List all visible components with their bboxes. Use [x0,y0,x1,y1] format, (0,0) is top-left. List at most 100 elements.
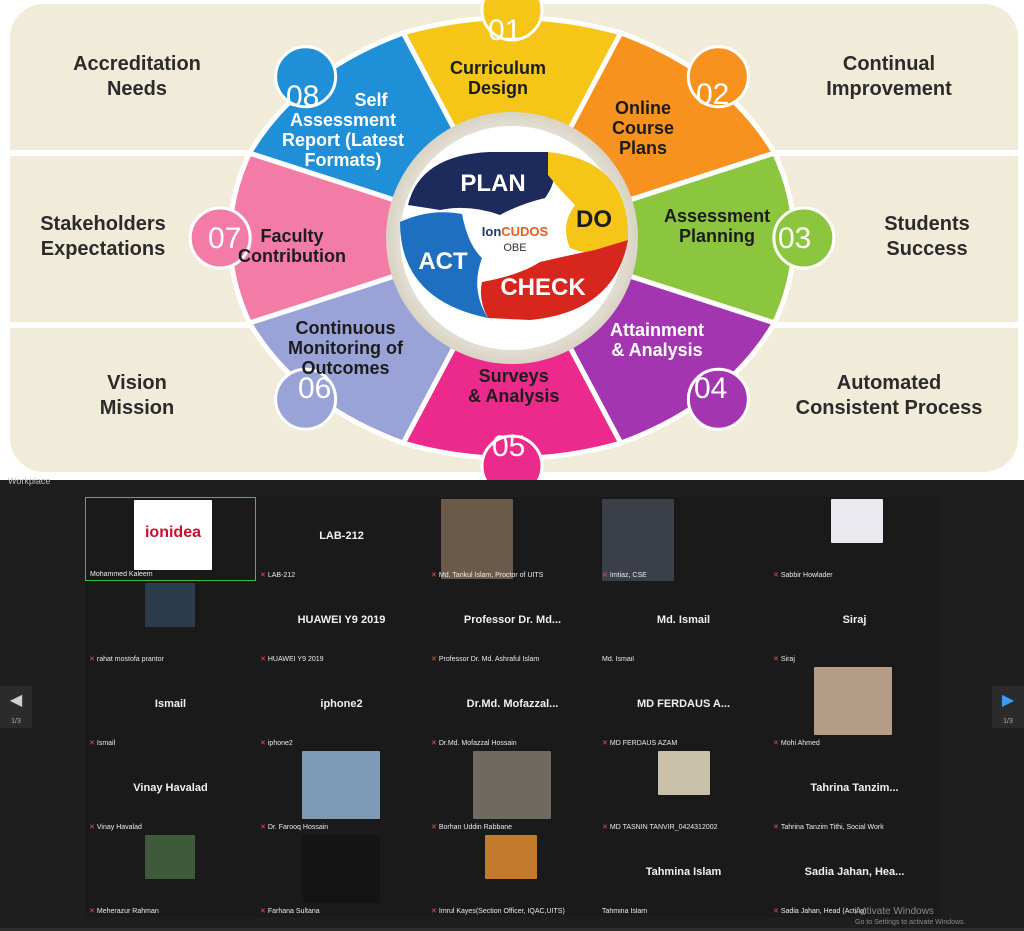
participant-name: Meherazur Rahman [96,908,159,915]
mic-muted-icon: ✕ [260,908,266,915]
participant-display-name: Ismail [154,698,187,710]
mic-muted-icon: ✕ [89,908,95,915]
mic-muted-icon: ✕ [773,908,779,915]
participant-tile[interactable]: Sadia Jahan, Hea...✕Sadia Jahan, Head (A… [769,833,940,917]
participant-display-name: Tahrina Tanzim... [810,782,899,794]
hub-do-shape [548,152,629,253]
participant-name: Sadia Jahan, Head (Acting) [780,908,867,915]
participant-tile[interactable]: Siraj✕Siraj [769,581,940,665]
mic-muted-icon: ✕ [773,740,779,747]
participant-name-caption: ✕Farhana Sultana [260,907,320,915]
participant-tile[interactable]: ✕Meherazur Rahman [85,833,256,917]
wheel-number-bubbles [188,0,836,480]
participant-name-caption: ✕Ismail [89,739,115,747]
segment-02-label: Online Course Plans [612,98,675,158]
participant-name: rahat mostofa prantor [96,656,164,663]
obe-infographic: Accreditation Needs Continual Improvemen… [0,0,1024,480]
segment-number-bubble [274,367,338,431]
window-label: Workplace [8,476,51,486]
participant-display-name: Tahmina Islam [645,866,722,878]
participant-tile[interactable]: ✕Sabbir Howlader [769,497,940,581]
corner-accreditation-needs: Accreditation Needs [73,53,201,100]
participant-name: MD TASNIN TANVIR_0424312002 [609,824,718,831]
wheel-segments [227,15,797,461]
participant-tile[interactable]: MD FERDAUS A...✕MD FERDAUS AZAM [598,665,769,749]
participant-tile[interactable]: ✕MD TASNIN TANVIR_0424312002 [598,749,769,833]
prev-page-button[interactable]: ◀ 1/3 [0,686,32,728]
corner-stakeholders-expectations: Stakeholders Expectations [40,213,166,260]
obe-wheel [188,0,836,480]
participant-tile[interactable]: ✕Mohi Ahmed [769,665,940,749]
segment-number-bubble [686,45,750,109]
participant-display-name: Professor Dr. Md... [463,614,562,626]
next-page-button[interactable]: ▶ 1/3 [992,686,1024,728]
hub-do-label: DO [576,206,612,233]
segment-number-bubble [480,0,544,42]
participant-tile[interactable]: ✕Dr. Farooq Hossain [256,749,427,833]
participant-tile[interactable]: ✕Md. Tarikul Islam, Proctor of UITS [427,497,598,581]
activate-windows-watermark: Activate Windows Go to Settings to activ… [855,906,966,926]
participant-name: LAB-212 [267,572,296,579]
participant-tile[interactable]: Professor Dr. Md... ✕Professor Dr. Md. As… [427,581,598,665]
participant-tile[interactable]: ✕Farhana Sultana [256,833,427,917]
segment-number-bubble [480,434,544,480]
mic-muted-icon: ✕ [431,572,437,579]
participant-tile[interactable]: LAB-212✕LAB-212 [256,497,427,581]
mic-muted-icon: ✕ [89,656,95,663]
participant-tile[interactable]: ✕Imrul Kayes(Section Officer, IQAC,UITS) [427,833,598,917]
participant-tile[interactable]: ✕rahat mostofa prantor [85,581,256,665]
participant-name: MD FERDAUS AZAM [609,740,678,747]
segment-08-label: Self Assessment Report (Latest Formats) [282,90,405,170]
segment-06-number: 06 [298,372,332,405]
participant-tile[interactable]: iphone2✕iphone2 [256,665,427,749]
participant-name-caption: ✕Tahrina Tanzim Tithi, Social Work [773,823,884,831]
participant-display-name: HUAWEI Y9 2019 [297,614,386,626]
participant-name: Tahmina Islam [602,908,648,915]
chevron-left-icon: ◀ [9,692,23,709]
taskbar [0,928,1024,931]
mic-muted-icon: ✕ [602,824,608,831]
obe-label: OBE [503,242,527,254]
participant-name: Vinay Havalad [96,824,142,831]
participant-tile[interactable]: Tahrina Tanzim... ✕Tahrina Tanzim Tithi, … [769,749,940,833]
segment-07-label: Faculty Contribution [238,226,346,266]
corner-students-success: Students Success [884,213,970,260]
mic-muted-icon: ✕ [260,824,266,831]
segment-number-bubble [274,45,338,109]
participant-video [302,751,380,819]
participant-name-caption: ✕Professor Dr. Md. Ashraful Islam [431,655,539,663]
participant-tile[interactable]: Vinay Havalad✕Vinay Havalad [85,749,256,833]
hub-plan-shape [408,152,555,215]
participant-video [485,835,537,879]
hub-act-label: ACT [418,248,468,275]
participant-name-caption: ✕Mohi Ahmed [773,739,820,747]
mic-muted-icon: ✕ [602,740,608,747]
participant-tile[interactable]: ✕Imtiaz, CSE [598,497,769,581]
participant-name: Mohi Ahmed [780,740,820,747]
participant-name-caption: ✕Meherazur Rahman [89,907,159,915]
segment-08-number: 08 [286,80,320,113]
participant-display-name: LAB-212 [319,530,364,542]
corner-vision-mission: Vision Mission [99,372,175,419]
segment-04-number: 04 [694,372,728,405]
participant-video: ionidea [134,500,212,570]
segment-03-label: Assessment Planning [664,206,771,246]
participant-name: HUAWEI Y9 2019 [267,656,324,663]
hub-check-label: CHECK [500,274,586,301]
mic-muted-icon: ✕ [602,572,608,579]
participant-name: Sabbir Howlader [780,572,833,579]
participant-name-caption: ✕MD TASNIN TANVIR_0424312002 [602,823,718,831]
ionidea-logo: ionidea [144,524,201,541]
participant-name-caption: ✕MD FERDAUS AZAM [602,739,677,747]
participant-video [814,667,892,735]
segment-03-number: 03 [778,222,812,255]
participant-tile[interactable]: Dr.Md. Mofazzal...✕Dr.Md. Mofazzal Hossa… [427,665,598,749]
segment-07-number: 07 [208,222,242,255]
participant-tile[interactable]: Ismail ✕Ismail [85,665,256,749]
participant-tile[interactable]: HUAWEI Y9 2019✕HUAWEI Y9 2019 [256,581,427,665]
participant-tile[interactable]: ✕Borhan Uddin Rabbane [427,749,598,833]
